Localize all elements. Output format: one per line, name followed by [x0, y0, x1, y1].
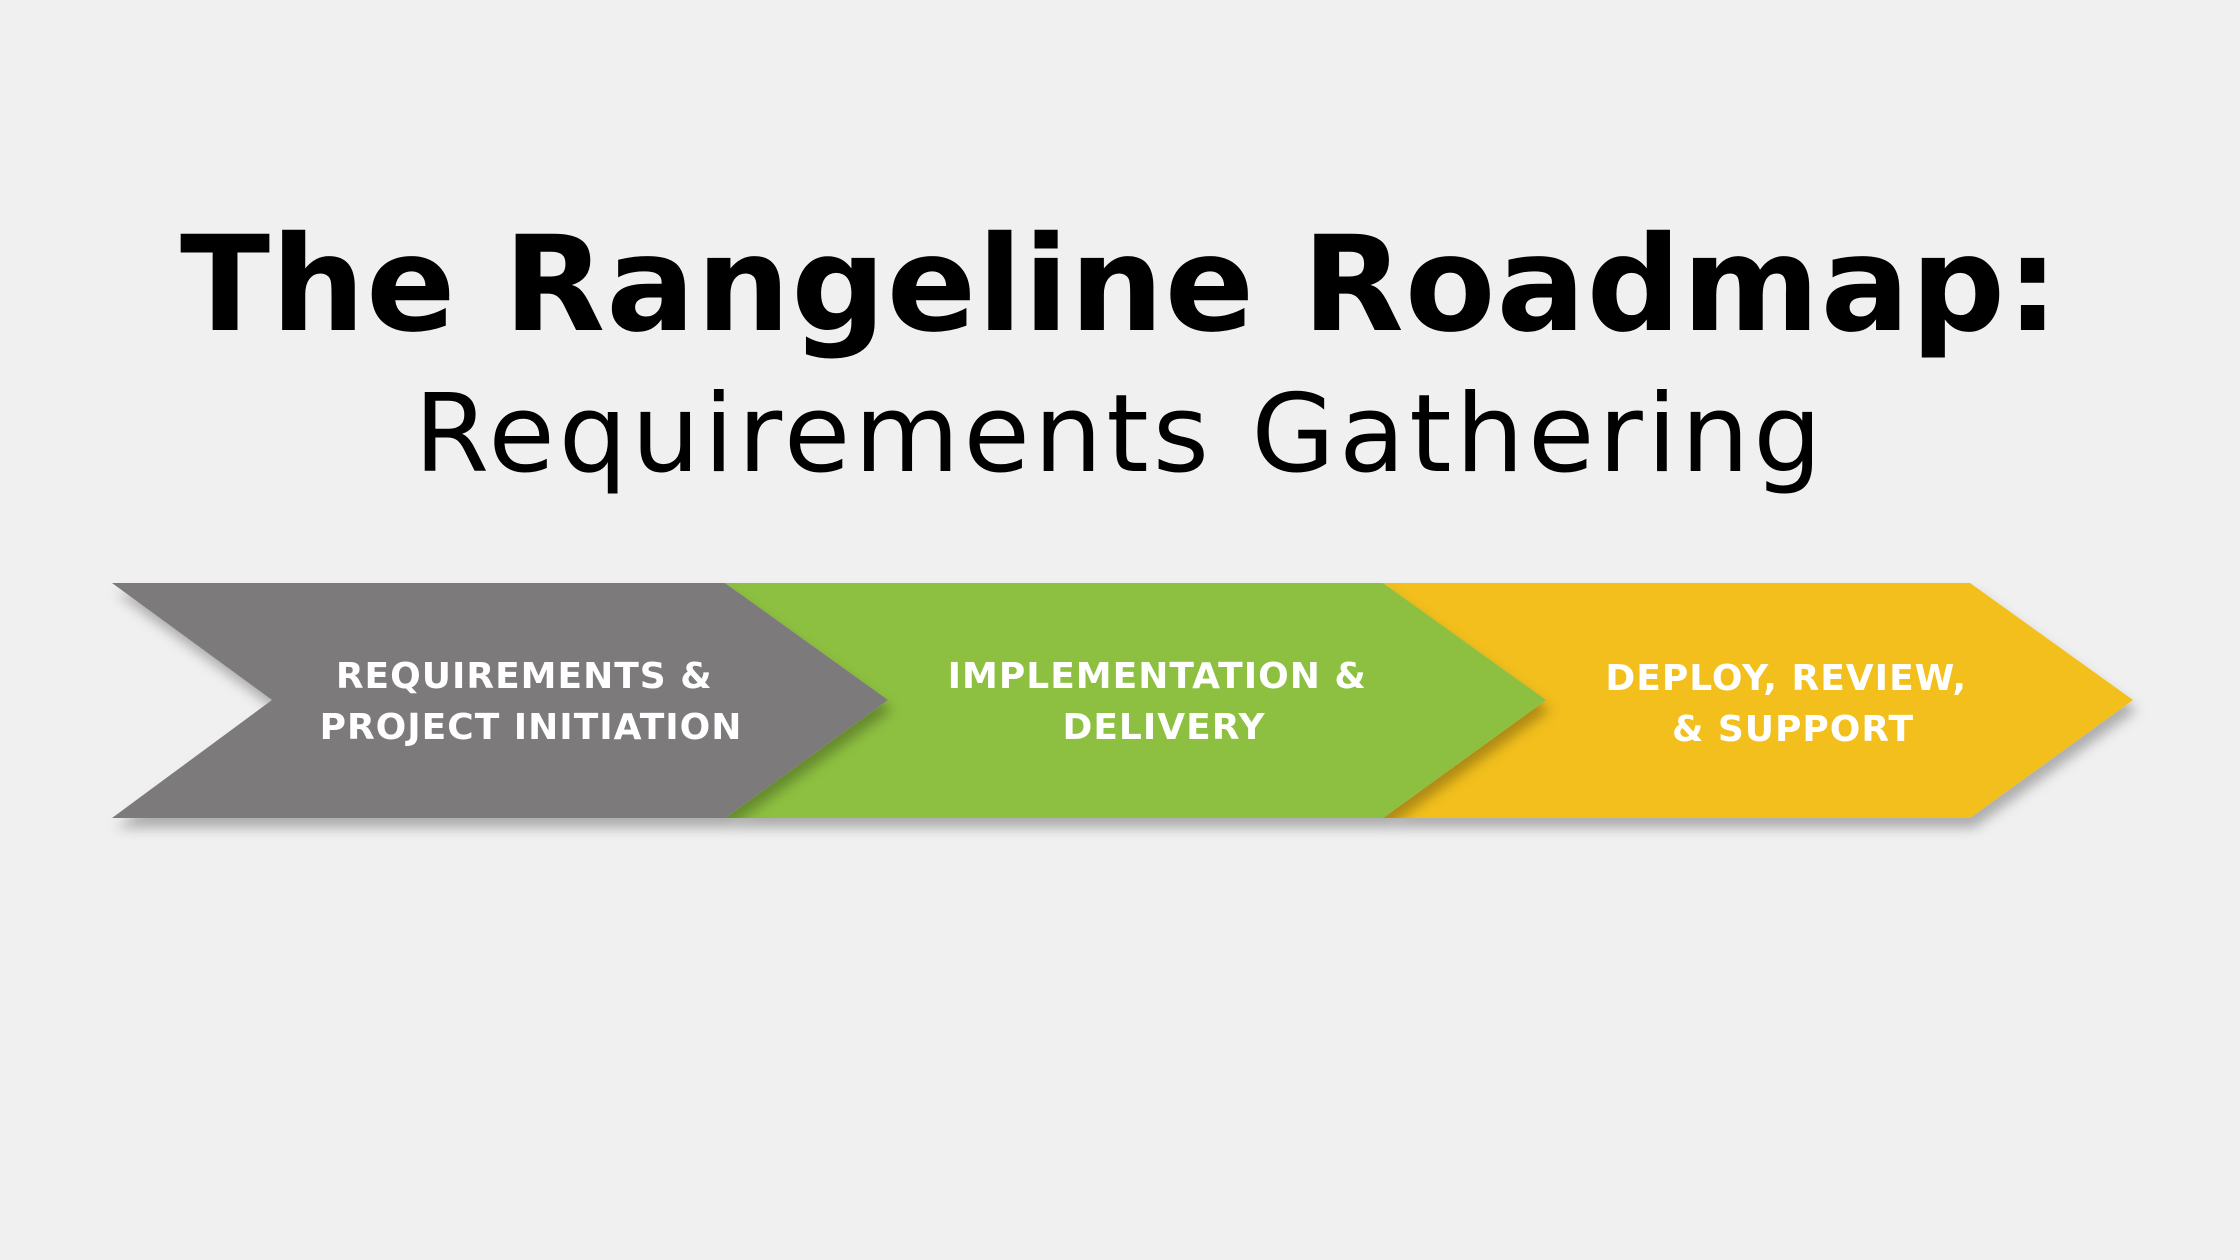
- roadmap-step-deploy-label-line2: & SUPPORT: [1672, 709, 1914, 750]
- roadmap-step-requirements-label-line1: REQUIREMENTS &: [336, 656, 713, 697]
- roadmap-step-deploy-label-line1: DEPLOY, REVIEW,: [1605, 658, 1967, 699]
- roadmap-step-implementation-arrow: [725, 583, 1546, 818]
- page-title: The Rangeline Roadmap:: [180, 208, 2060, 362]
- roadmap-step-requirements: REQUIREMENTS & PROJECT INITIATION: [112, 583, 888, 818]
- svg-text:IMPLEMENTATION & DELIVER: IMPLEMENTATION & DELIVERY: [948, 656, 1381, 748]
- roadmap-step-deploy-arrow: [1383, 583, 2133, 818]
- roadmap-step-deploy: DEPLOY, REVIEW, & SUPPORT: [1383, 583, 2133, 818]
- title-block: The Rangeline Roadmap: Requirements Gath…: [0, 210, 2240, 510]
- roadmap-step-requirements-arrow: [112, 583, 888, 818]
- roadmap-step-implementation-label-line2: DELIVERY: [1062, 707, 1265, 748]
- svg-text:REQUIREMENTS & PROJECT I: REQUIREMENTS & PROJECT INITIATION: [320, 656, 743, 748]
- roadmap-step-requirements-label-line2: PROJECT INITIATION: [320, 707, 743, 748]
- svg-text:DEPLOY, REVIEW, & SUPPOR: DEPLOY, REVIEW, & SUPPORT: [1605, 658, 1980, 750]
- page-subtitle: Requirements Gathering: [414, 372, 1826, 497]
- roadmap-step-implementation: IMPLEMENTATION & DELIVERY: [725, 583, 1546, 818]
- roadmap-step-implementation-label-line1: IMPLEMENTATION &: [948, 656, 1367, 697]
